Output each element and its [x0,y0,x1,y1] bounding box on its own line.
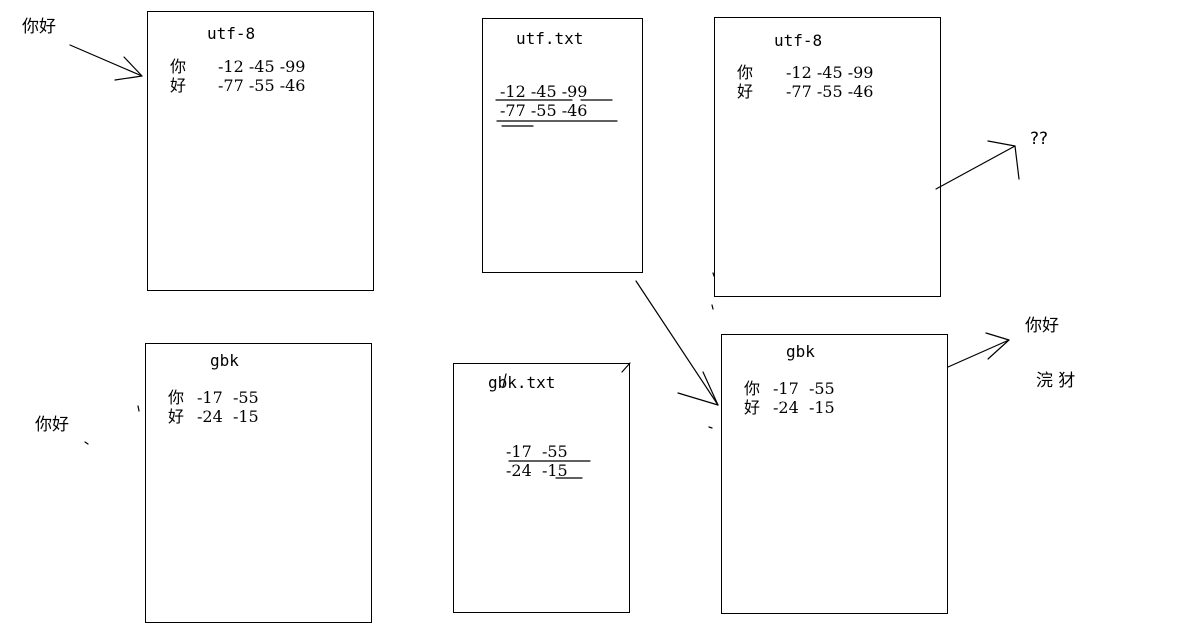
box3-row1-char: 你 [737,63,754,82]
box2-row2: -77 -55 -46 [500,101,588,120]
box4-row1-char: 你 [168,388,185,407]
box3-title: utf-8 [774,31,823,50]
garbled-output-label: 浣 犲 [1036,371,1076,391]
box2-title: utf.txt [516,29,584,48]
arrow-head-3 [987,140,1020,180]
question-marks-label: ?? [1030,129,1049,149]
bottom-left-label: 你好 [35,415,69,435]
speck-5 [708,426,713,429]
box1-row1-values: -12 -45 -99 [218,57,306,76]
gbk-txt-file-box [453,363,630,613]
gbk-source-box [145,343,372,623]
box5-row1: -17 -55 [506,442,568,461]
top-left-label: 你好 [22,17,56,37]
box5-row2: -24 -15 [506,461,568,480]
arrow-to-question [935,145,1016,190]
arrow-head-4 [985,332,1010,360]
arrow-to-output [947,339,1010,368]
gbk-output-label: 你好 [1025,316,1059,336]
box3-row2-values: -77 -55 -46 [786,82,874,101]
box1-row2-char: 好 [170,76,187,95]
speck-4 [84,441,89,445]
corner-mark [621,362,631,373]
box3-row2-char: 好 [737,82,754,101]
speck-3 [137,405,140,412]
box4-row2-char: 好 [168,407,185,426]
box4-row1-values: -17 -55 [197,388,259,407]
box1-row1-char: 你 [170,57,187,76]
tick-mark [502,373,507,388]
box4-row2-values: -24 -15 [197,407,259,426]
arrow-head-2 [677,371,719,406]
box6-row2-values: -24 -15 [773,398,835,417]
speck-1 [712,272,715,277]
box6-row1-char: 你 [744,379,761,398]
arrow-head-1 [114,56,143,81]
gbk-decoded-box [721,334,948,614]
box2-row1: -12 -45 -99 [500,82,588,101]
box6-row2-char: 好 [744,398,761,417]
arrow-to-gbk-box [635,280,719,406]
box3-row1-values: -12 -45 -99 [786,63,874,82]
arrow-into-utf8-box [69,44,143,77]
box6-row1-values: -17 -55 [773,379,835,398]
box1-title: utf-8 [207,24,256,43]
utf8-source-box [147,11,374,291]
box6-title: gbk [786,342,815,361]
speck-2 [711,304,714,310]
box4-title: gbk [210,351,239,370]
box1-row2-values: -77 -55 -46 [218,76,306,95]
utf-txt-file-box [482,18,643,273]
utf8-decoded-box [714,17,941,297]
